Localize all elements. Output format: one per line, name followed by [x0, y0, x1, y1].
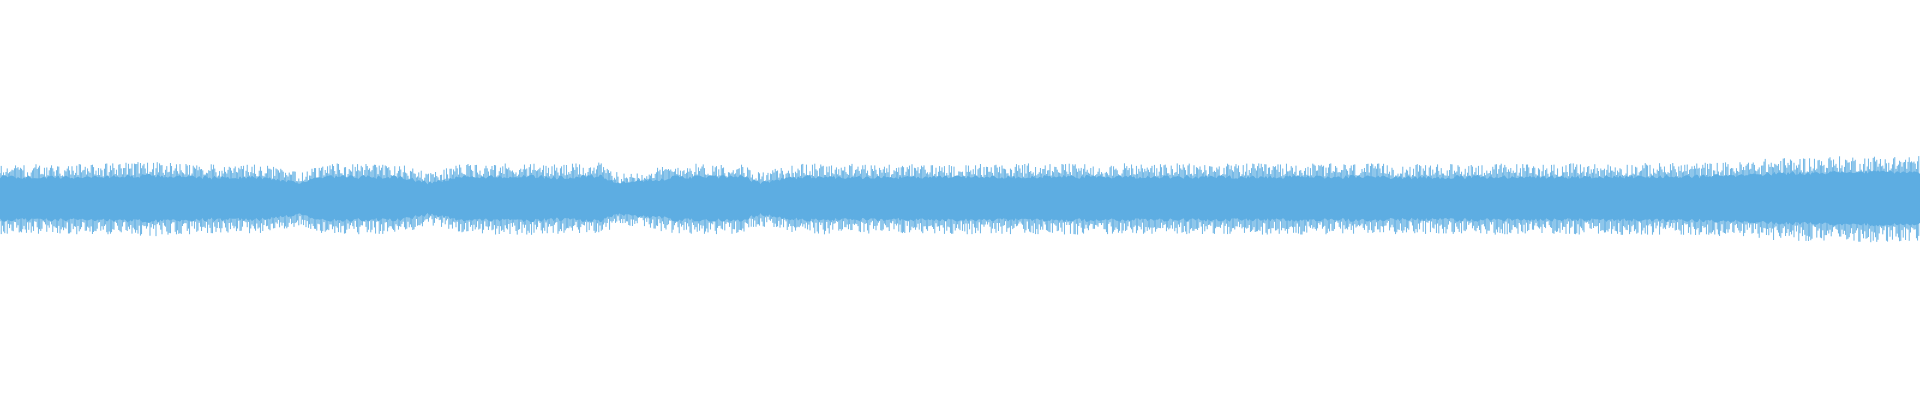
- waveform-body: [0, 170, 1920, 227]
